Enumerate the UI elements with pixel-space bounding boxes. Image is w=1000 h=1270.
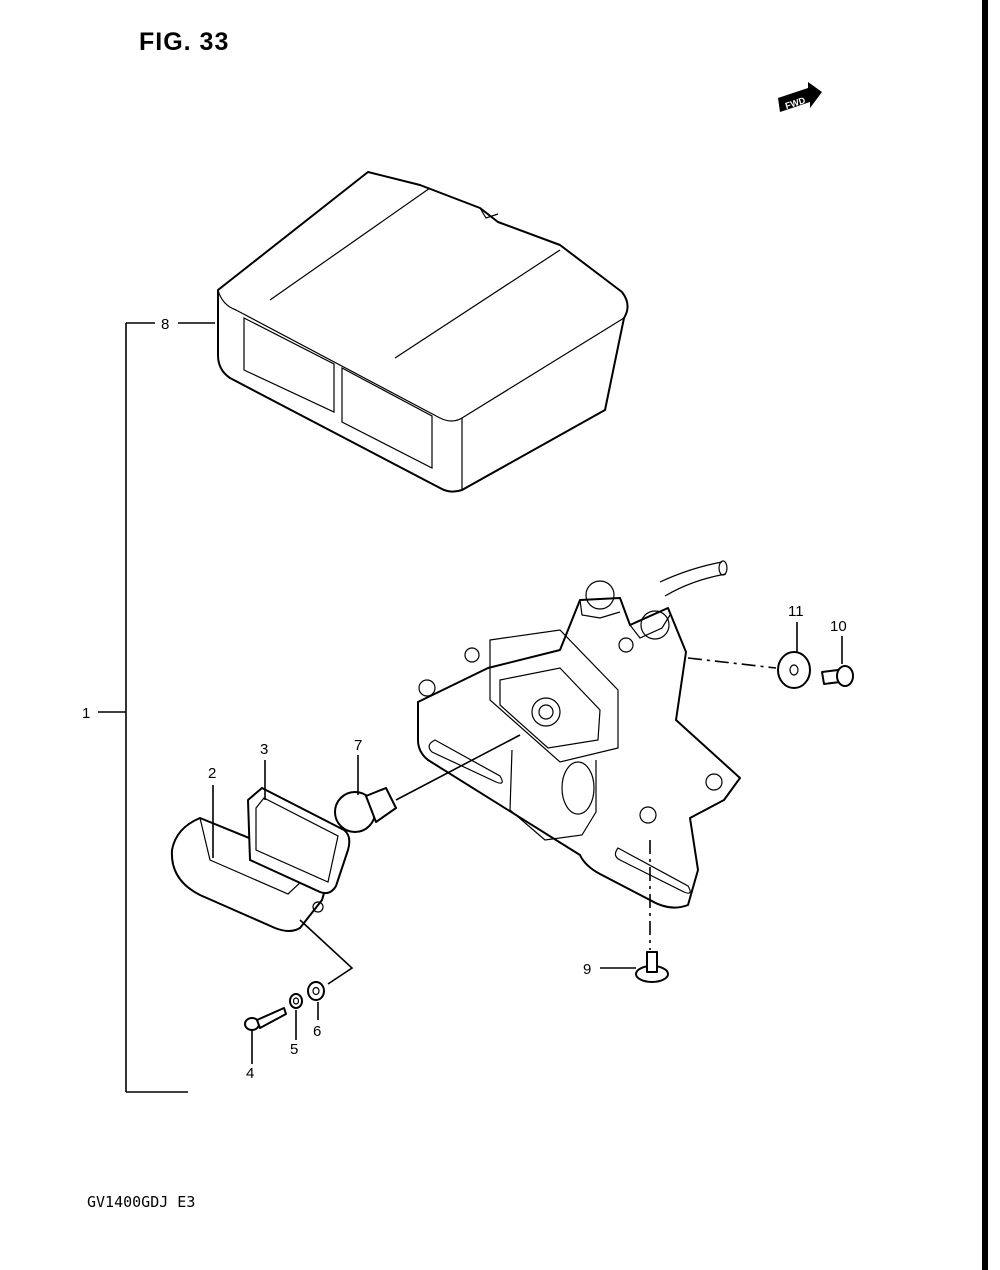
leader-lines [212,622,843,1064]
part-3-gasket [247,787,351,895]
callout-7: 7 [354,737,362,754]
callout-2: 2 [208,765,216,782]
license-bracket [417,560,741,909]
part-9-screw [635,951,669,983]
assembly-bracket [98,322,215,1093]
callout-1: 1 [82,705,90,722]
part-8-housing [217,171,629,493]
callout-3: 3 [260,741,268,758]
model-code: GV1400GDJ E3 [87,1193,196,1211]
part-7-bulb [334,734,521,833]
callout-5: 5 [290,1041,298,1058]
fwd-arrow-icon: FWD [778,82,822,112]
part-5-washer [289,993,303,1009]
callout-8: 8 [161,316,169,333]
part-11-washer [777,651,811,689]
callout-6: 6 [313,1023,321,1040]
page-edge-rule [982,0,988,1270]
part-4-screw [244,1007,287,1031]
callout-4: 4 [246,1065,254,1082]
part-10-screw [821,665,854,687]
callout-10: 10 [830,618,847,635]
part-6-washer [307,981,325,1001]
callout-11: 11 [788,603,804,620]
figure-title: FIG. 33 [139,28,230,56]
callout-9: 9 [583,961,591,978]
